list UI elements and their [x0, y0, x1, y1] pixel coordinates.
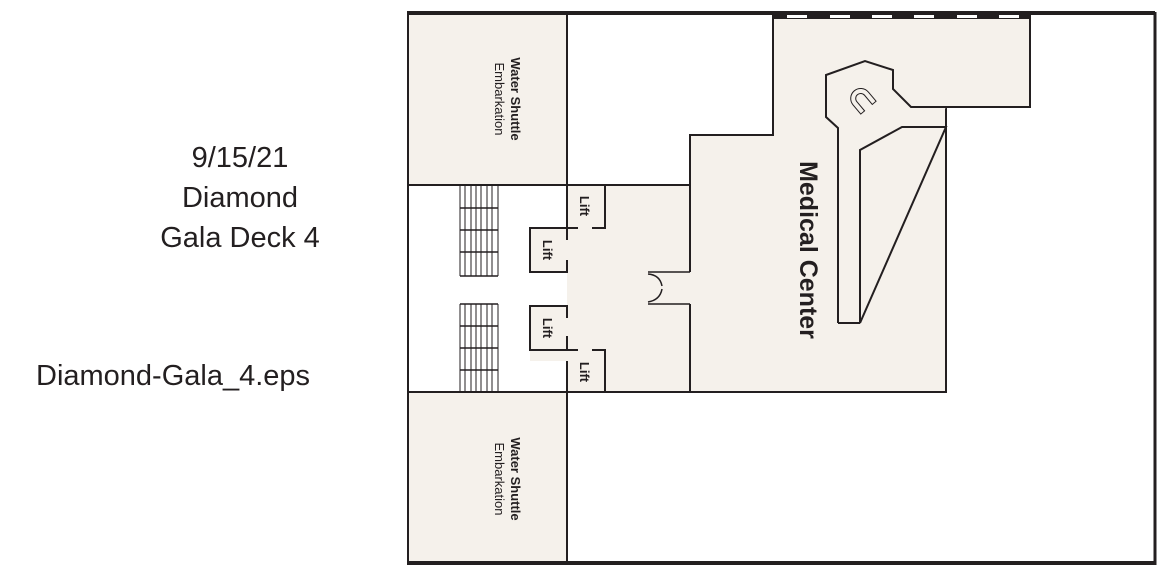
treatment-corridor	[825, 59, 948, 324]
deck-outline	[407, 11, 1157, 565]
u-turn-icon	[850, 88, 877, 115]
lift-4-label: Lift	[577, 362, 592, 383]
filename-label: Diamond-Gala_4.eps	[36, 360, 311, 392]
lift-lobby	[530, 184, 690, 392]
lift-1[interactable]: Lift	[566, 184, 606, 229]
lift-2-label: Lift	[540, 240, 555, 261]
deck-info-panel: 9/15/21 Diamond Gala Deck 4 Diamond-Gala…	[0, 0, 400, 579]
date-label: 9/15/21	[191, 142, 289, 174]
water-shuttle-embarkation-bottom[interactable]: Water Shuttle Embarkation	[407, 391, 568, 564]
water-shuttle-bottom-label-line1: Water Shuttle	[508, 437, 523, 520]
lift-3-label: Lift	[540, 318, 555, 339]
water-shuttle-top-label-line2: Embarkation	[492, 63, 507, 136]
lift-2[interactable]: Lift	[529, 227, 568, 273]
deck-title-block: 9/15/21 Diamond Gala Deck 4	[140, 138, 340, 258]
ship-name-label: Diamond	[181, 182, 299, 214]
water-shuttle-top-label-line1: Water Shuttle	[508, 57, 523, 140]
medical-center-label: Medical Center	[794, 161, 822, 339]
window-strip	[773, 13, 1030, 19]
lift-4[interactable]: Lift	[566, 336, 606, 392]
water-shuttle-bottom-label-line2: Embarkation	[492, 443, 507, 516]
water-shuttle-embarkation-top[interactable]: Water Shuttle Embarkation	[407, 12, 568, 186]
medical-center[interactable]: Medical Center	[567, 15, 1031, 393]
double-door-icon	[647, 271, 690, 305]
lift-1-label: Lift	[577, 196, 592, 217]
deck-name-label: Gala Deck 4	[160, 222, 320, 254]
staircase-icon	[459, 185, 499, 392]
